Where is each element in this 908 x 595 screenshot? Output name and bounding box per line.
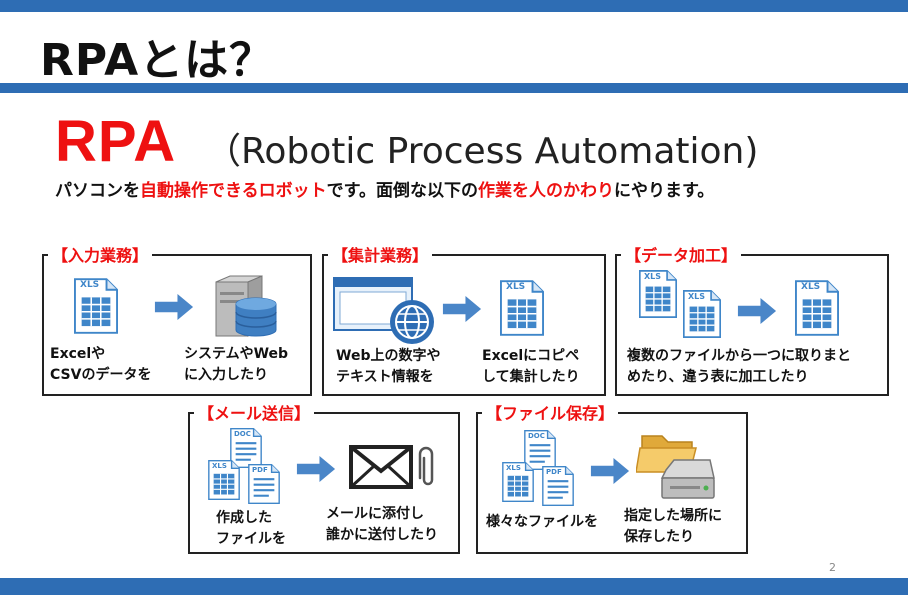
mail-task-box: 【メール送信】 DOC XLS PDF 作成した ファイルを メールに添付し 誰… — [188, 400, 460, 554]
caption-line: めたり、違う表に加工したり — [627, 369, 809, 385]
caption-line: ファイルを — [216, 531, 286, 547]
xls-text: XLS — [801, 282, 821, 292]
description: パソコンを自動操作できるロボットです。面倒な以下の作業を人のかわりにやります。 — [55, 176, 714, 201]
box-label: 【入力業務】 — [48, 242, 153, 266]
input-task-box: 【入力業務】 XLS Excelや CSVのデータを システムやWeb に入力し… — [42, 242, 312, 396]
page-number: 2 — [829, 561, 836, 574]
rpa-heading: RPA — [55, 109, 177, 174]
arrow-right-icon — [296, 456, 336, 482]
pdf-text: PDF — [546, 468, 562, 476]
caption-line: 誰かに送付したり — [326, 527, 438, 543]
caption-line: して集計したり — [482, 369, 580, 385]
caption-line: システムやWeb — [184, 346, 289, 362]
xls-text: XLS — [644, 272, 662, 281]
doc-text: DOC — [528, 432, 545, 440]
pdf-text: PDF — [252, 466, 268, 474]
aggregate-task-box: 【集計業務】 XLS Web上の数字や テキスト情報を Excelにコピペ して… — [322, 242, 606, 396]
bottom-accent-bar — [0, 578, 908, 595]
title-underline-bar — [0, 83, 908, 93]
caption-line: CSVのデータを — [50, 367, 152, 383]
save-source-caption: 様々なファイルを — [486, 512, 598, 533]
xls-text: XLS — [506, 464, 521, 472]
mail-target-caption: メールに添付し 誰かに送付したり — [326, 504, 438, 546]
mail-source-caption: 作成した ファイルを — [216, 508, 286, 550]
page-title: RPAとは？ — [40, 35, 275, 86]
xls-text: XLS — [80, 280, 100, 290]
database-server-icon — [215, 275, 277, 337]
box-label: 【ファイル保存】 — [482, 400, 619, 424]
caption-line: 複数のファイルから一つに取りまと — [627, 348, 851, 364]
rpa-full-name: （Robotic Process Automation) — [205, 131, 759, 172]
folder-drive-icon — [636, 435, 715, 499]
description-highlight: 作業を人のかわり — [477, 181, 614, 201]
paperclip-icon — [418, 446, 434, 486]
aggregate-source-caption: Web上の数字や テキスト情報を — [336, 346, 440, 388]
xls-text: XLS — [506, 282, 526, 292]
save-target-caption: 指定した場所に 保存したり — [624, 506, 722, 548]
save-task-box: 【ファイル保存】 DOC XLS PDF 様々なファイルを 指定した場所に 保存… — [476, 400, 748, 554]
caption-line: Excelにコピペ — [482, 348, 580, 364]
aggregate-target-caption: Excelにコピペ して集計したり — [482, 346, 580, 388]
description-part: にやります。 — [613, 181, 715, 201]
process-task-box: 【データ加工】 XLS XLS XLS 複数のファイルから一つに取りまと めたり… — [615, 242, 889, 396]
description-highlight: 自動操作できるロボット — [140, 181, 327, 201]
caption-line: テキスト情報を — [336, 369, 434, 385]
box-label: 【集計業務】 — [328, 242, 433, 266]
arrow-right-icon — [590, 458, 630, 484]
box-label: 【メール送信】 — [194, 400, 315, 424]
process-caption: 複数のファイルから一つに取りまと めたり、違う表に加工したり — [627, 346, 851, 388]
doc-text: DOC — [234, 430, 251, 438]
caption-line: 作成した — [216, 510, 272, 526]
caption-line: Excelや — [50, 346, 106, 362]
xls-text: XLS — [688, 292, 706, 301]
web-browser-icon — [333, 277, 434, 344]
arrow-right-icon — [737, 298, 777, 324]
description-part: パソコンを — [55, 181, 140, 201]
caption-line: メールに添付し — [326, 506, 424, 522]
top-accent-bar — [0, 0, 908, 12]
box-label: 【データ加工】 — [621, 242, 742, 266]
caption-line: 様々なファイルを — [486, 514, 598, 530]
caption-line: 保存したり — [624, 529, 694, 545]
envelope-icon — [349, 445, 413, 489]
xls-text: XLS — [212, 462, 227, 470]
arrow-right-icon — [154, 294, 194, 320]
arrow-right-icon — [442, 296, 482, 322]
input-target-caption: システムやWeb に入力したり — [184, 344, 288, 386]
caption-line: Web上の数字や — [336, 348, 441, 364]
description-part: です。面倒な以下の — [326, 181, 478, 201]
caption-line: 指定した場所に — [624, 508, 722, 524]
input-source-caption: Excelや CSVのデータを — [50, 344, 151, 386]
caption-line: に入力したり — [184, 367, 268, 383]
